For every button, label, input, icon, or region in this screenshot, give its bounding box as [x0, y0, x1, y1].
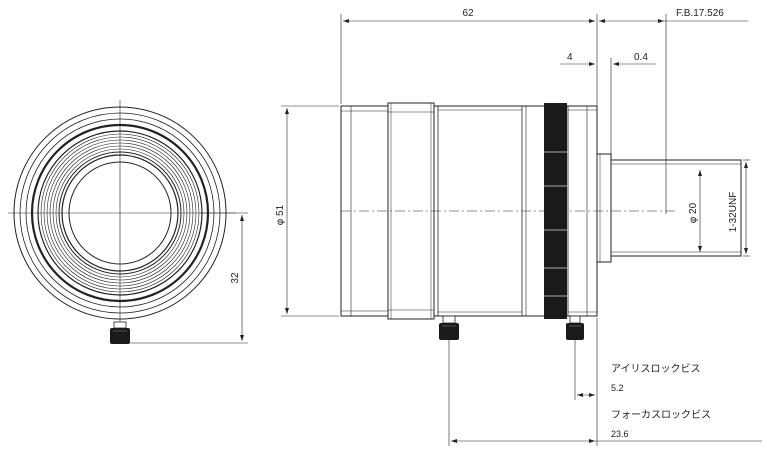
- focus-lock-label: フォーカスロックビス: [611, 409, 711, 421]
- dimension-arrows: [285, 19, 748, 443]
- mount-thread-label: 1-32UNF: [728, 192, 739, 233]
- screw-height-label: 32: [230, 272, 241, 284]
- focus-ring: [544, 103, 567, 319]
- dimension-lines: [281, 14, 762, 446]
- focus-lock-value: 23.6: [611, 429, 629, 439]
- front-lock-screw: [110, 321, 130, 344]
- screw-height-dimension: [130, 212, 248, 344]
- flange-back-label: F.B.17.526: [676, 8, 724, 19]
- iris-lock-screw: [566, 315, 584, 340]
- overall-length-label: 62: [462, 8, 474, 19]
- iris-lock-label: アイリスロックビス: [611, 363, 701, 375]
- mount-length-label: 4: [567, 52, 573, 63]
- iris-lock-value: 5.2: [611, 383, 624, 393]
- c-mount: [596, 153, 742, 263]
- flange-offset-label: 0.4: [634, 52, 648, 63]
- focus-lock-screw: [439, 315, 459, 340]
- front-view: [8, 100, 236, 322]
- body-diameter-label: φ 51: [275, 204, 286, 225]
- mount-diameter-label: φ 20: [688, 202, 699, 223]
